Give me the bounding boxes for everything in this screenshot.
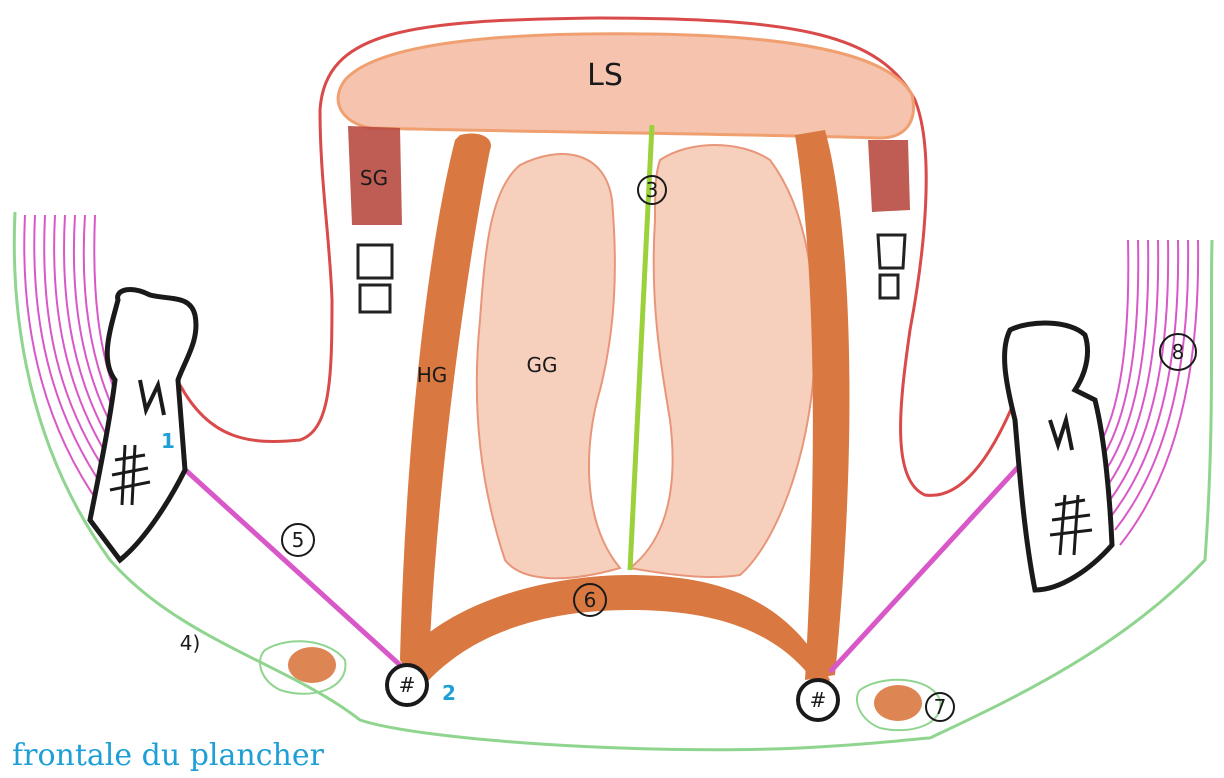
label-6: 6 <box>584 588 597 612</box>
small-structures-right <box>878 235 905 298</box>
hyoid-arch <box>400 575 830 690</box>
small-structures-left <box>358 245 392 312</box>
label-hg: HG <box>417 363 448 387</box>
label-3: 3 <box>646 178 659 202</box>
label-4: 4) <box>180 631 201 655</box>
caption-text: frontale du plancher <box>12 738 325 773</box>
sublingual-gland-right <box>868 140 910 212</box>
tongue-body-ls <box>338 34 913 138</box>
tooth-right <box>1005 323 1112 590</box>
gland-left-small <box>288 647 336 683</box>
ligament-left <box>180 465 400 665</box>
label-gg: GG <box>527 353 558 377</box>
svg-text:#: # <box>399 673 416 697</box>
hyoid-end-left: # <box>387 665 427 705</box>
gland-right-small <box>874 685 922 721</box>
label-5: 5 <box>292 528 305 552</box>
label-8: 8 <box>1172 340 1185 364</box>
label-1: 1 <box>161 429 175 453</box>
label-ls: LS <box>587 58 623 93</box>
label-sg: SG <box>360 166 388 190</box>
right-striated-muscle <box>1102 240 1198 545</box>
tooth-left <box>90 290 196 560</box>
hyoid-end-right: # <box>798 680 838 720</box>
label-2: 2 <box>442 681 456 705</box>
genioglossus-right-lobe <box>630 145 815 577</box>
label-7: 7 <box>934 695 947 719</box>
svg-text:#: # <box>810 688 827 712</box>
